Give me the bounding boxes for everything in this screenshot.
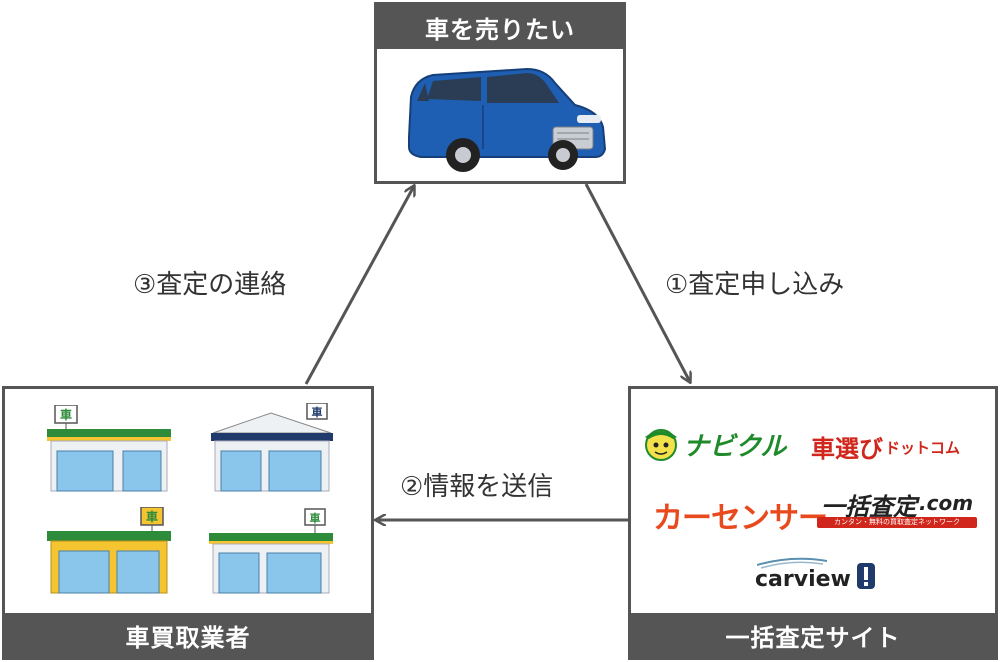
seller-box: 車を売りたい (374, 2, 626, 184)
kurumaerabi-text: 車選び (811, 435, 883, 463)
carview-swoosh-icon (757, 557, 827, 569)
navikuru-text: ナビクル (683, 432, 787, 462)
shop-green-icon: 車 (47, 405, 171, 492)
buyer-title: 車買取業者 (5, 613, 371, 657)
kurumaerabi-suffix: ドットコム (885, 439, 961, 457)
shop-sign: 車 (146, 509, 158, 524)
mascot-icon (645, 429, 677, 461)
buyer-box: 車 車 車 車 車買取業者 (2, 386, 374, 660)
ikkatsu-tagline-bar: カンタン・無料の買取査定ネットワーク (817, 517, 977, 528)
ikkatsu-tagline: カンタン・無料の買取査定ネットワーク (834, 518, 960, 526)
ikkatsu-logo: 一括査定 .com カンタン・無料の買取査定ネットワーク (817, 487, 987, 537)
arrow-buyer-to-seller (304, 186, 414, 385)
shop-sign: 車 (60, 407, 72, 422)
shop-sign: 車 (310, 511, 321, 525)
carview-logo: carview (755, 553, 885, 597)
ikkatsu-suffix: .com (919, 491, 974, 515)
ikkatsu-text: 一括査定 (821, 493, 917, 521)
step-2-label: ②情報を送信 (400, 472, 554, 502)
car-illustration (408, 67, 607, 172)
shop-navy-icon: 車 (211, 403, 333, 492)
seller-title: 車を売りたい (377, 5, 623, 49)
navikuru-logo: ナビクル (641, 423, 801, 463)
shop-sign: 車 (312, 405, 323, 419)
carsensor-text: カーセンサー (653, 501, 828, 536)
step-1-label: ①査定申し込み (665, 270, 845, 300)
shop-yellow-icon: 車 (47, 507, 171, 594)
arrow-seller-to-site (584, 183, 690, 382)
carview-text: carview (755, 567, 851, 592)
exclamation-icon (857, 563, 875, 589)
shop-green-small-icon: 車 (209, 508, 333, 594)
site-box: ナビクル 車選び ドットコム カーセンサー 一括査定 .com カンタン・無料の… (628, 386, 998, 660)
step-3-label: ③査定の連絡 (133, 270, 287, 300)
site-title: 一括査定サイト (631, 613, 995, 657)
